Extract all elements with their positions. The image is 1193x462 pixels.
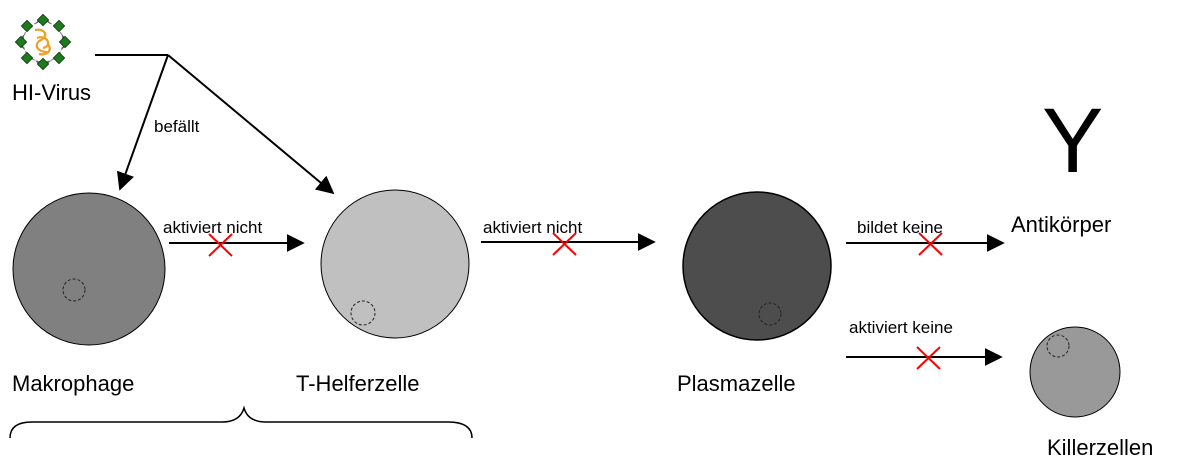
attack-arrow-t-helfer: [167, 54, 335, 195]
virus-label: HI-Virus: [12, 80, 91, 105]
killer-nucleus: [1046, 334, 1070, 358]
plasma-nucleus: [758, 302, 782, 326]
plasma-label: Plasmazelle: [677, 371, 796, 396]
cross-mark-icon: [918, 232, 943, 256]
antibody-symbol: Y: [1042, 90, 1103, 192]
killer-label: Killerzellen: [1047, 435, 1153, 460]
arrow-plasma-killer-label: aktiviert keine: [849, 318, 953, 337]
arrow-plasma-antibody-label: bildet keine: [857, 218, 943, 237]
virus-icon: [14, 13, 72, 71]
grouping-brace: [9, 405, 473, 439]
makrophage-label: Makrophage: [12, 371, 134, 396]
t-helfer-cell: [320, 189, 470, 339]
attack-label: befällt: [154, 117, 200, 136]
cross-mark-icon: [552, 232, 577, 256]
t-helfer-nucleus: [350, 300, 376, 326]
killer-cell: [1029, 326, 1121, 418]
arrow-thelfer-plasma-label: aktiviert nicht: [483, 218, 582, 237]
arrow-makro-thelfer-label: aktiviert nicht: [163, 218, 262, 237]
t-helfer-label: T-Helferzelle: [296, 371, 419, 396]
makrophage-cell: [12, 192, 166, 346]
plasma-cell: [682, 191, 832, 341]
cross-mark-icon: [916, 346, 941, 370]
antibody-label: Antikörper: [1011, 212, 1111, 237]
attack-arrow-makrophage: [116, 54, 169, 191]
makrophage-nucleus: [62, 278, 86, 302]
cross-mark-icon: [208, 233, 233, 257]
